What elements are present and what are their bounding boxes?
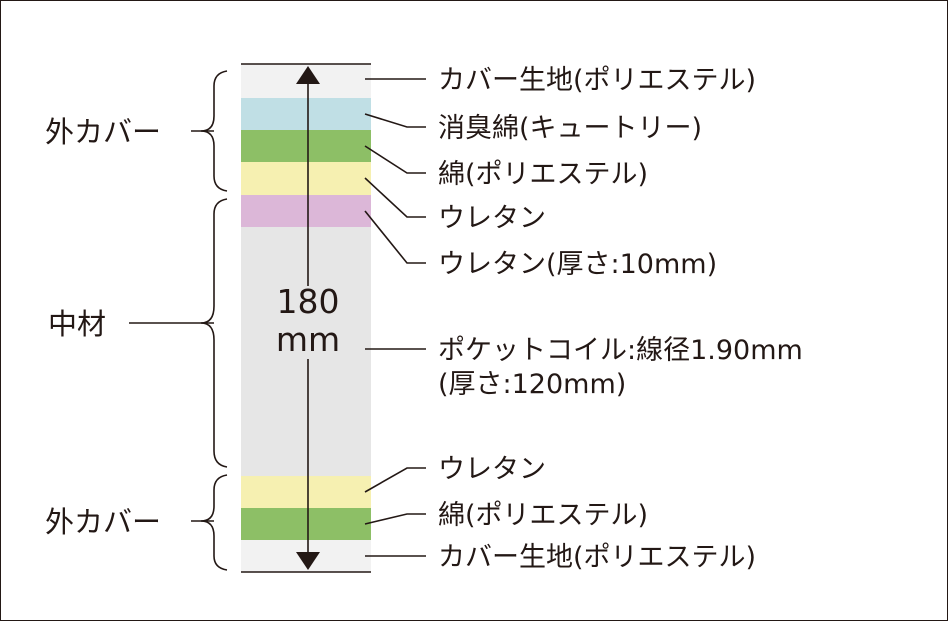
label-pocket-coil: ポケットコイル:線径1.90mm — [438, 335, 803, 366]
arrow-head-down-icon — [296, 552, 320, 570]
brace-core — [200, 198, 228, 468]
group-braces — [129, 70, 228, 571]
label-pocket-coil-thickness: (厚さ:120mm) — [438, 369, 626, 400]
label-urethane-bottom: ウレタン — [438, 454, 546, 485]
leader-lines — [364, 78, 426, 557]
label-urethane-10mm: ウレタン(厚さ:10mm) — [438, 249, 717, 280]
thickness-value: 180 — [277, 282, 340, 321]
group-label-outer-cover-bottom: 外カバー — [45, 505, 161, 539]
leader-cotton-bottom — [364, 513, 426, 525]
arrow-head-up-icon — [296, 66, 320, 84]
cotton-top-band — [241, 130, 371, 162]
layer-labels: カバー生地(ポリエステル) 消臭綿(キュートリー) 綿(ポリエステル) ウレタン… — [438, 65, 803, 573]
label-cotton-top: 綿(ポリエステル) — [438, 159, 648, 190]
group-label-outer-cover-top: 外カバー — [45, 115, 161, 149]
leader-urethane-10mm — [364, 210, 426, 264]
thickness-dimension-arrow: 180 mm — [276, 66, 340, 570]
cotton-bottom-band — [241, 508, 371, 540]
leader-deodorizing-cotton — [364, 113, 426, 128]
leader-urethane-top — [364, 177, 426, 218]
group-label-core: 中材 — [48, 307, 106, 341]
thickness-unit: mm — [276, 320, 340, 359]
brace-outer-bottom — [200, 474, 228, 571]
deodorizing-cotton-band — [241, 98, 371, 130]
urethane-top-band — [241, 162, 371, 195]
label-deodorizing-cotton: 消臭綿(キュートリー) — [438, 113, 702, 144]
label-cover-fabric-top: カバー生地(ポリエステル) — [438, 65, 756, 96]
label-urethane-top: ウレタン — [438, 203, 546, 234]
urethane-bottom-band — [241, 476, 371, 508]
leader-urethane-bottom — [364, 467, 426, 493]
urethane-10mm-band — [241, 195, 371, 227]
label-cover-fabric-bottom: カバー生地(ポリエステル) — [438, 542, 756, 573]
label-cotton-bottom: 綿(ポリエステル) — [438, 500, 648, 531]
layer-stack — [241, 63, 371, 573]
leader-cotton-top — [364, 145, 426, 174]
pocket-coil-band — [241, 227, 371, 476]
